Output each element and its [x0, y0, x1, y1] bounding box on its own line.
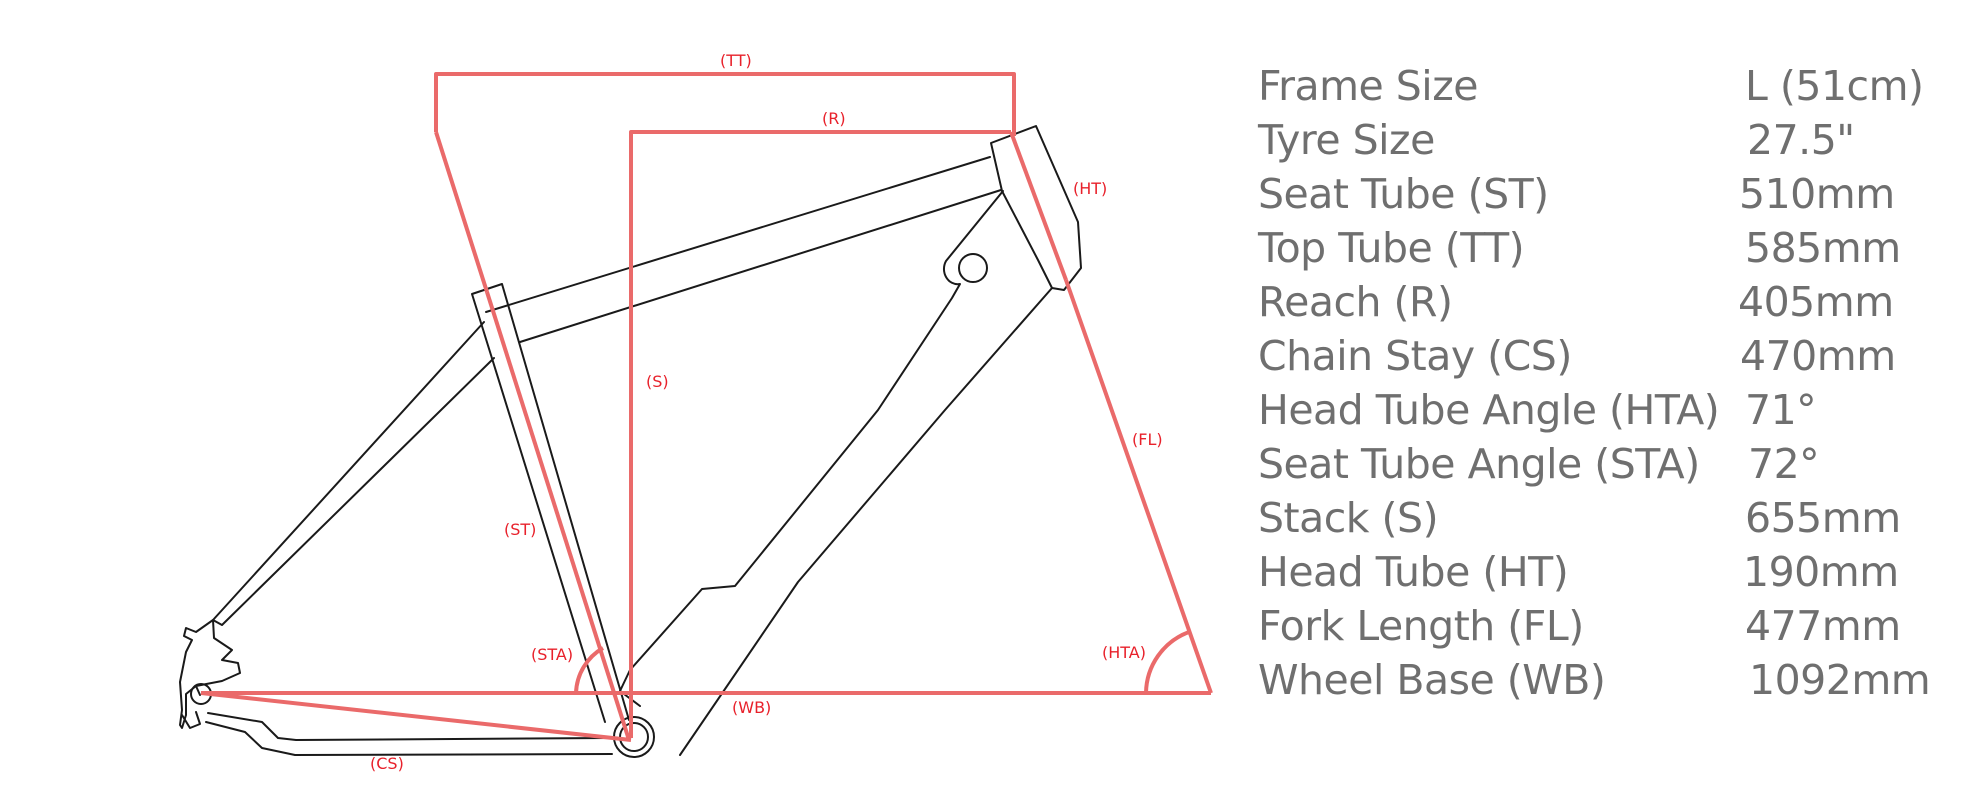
label-ht: (HT) [1073, 179, 1107, 198]
spec-label: Wheel Base (WB) [1258, 656, 1606, 704]
label-sta: (STA) [531, 645, 573, 664]
spec-value: 190mm [1743, 548, 1899, 596]
spec-label: Fork Length (FL) [1258, 602, 1584, 650]
reach-stack-dimension [629, 130, 1011, 738]
head-tube-dimension [1009, 131, 1068, 281]
label-wb: (WB) [732, 698, 771, 717]
spec-value: 585mm [1745, 224, 1901, 272]
derailleur-hanger [181, 711, 201, 729]
label-r: (R) [822, 109, 846, 128]
spec-label: Seat Tube (ST) [1258, 170, 1549, 218]
spec-value: 71° [1745, 386, 1817, 434]
spec-label: Top Tube (TT) [1258, 224, 1525, 272]
seat-tube-extension [434, 131, 489, 293]
label-st: (ST) [504, 520, 536, 539]
chain-stay [205, 712, 613, 756]
head-tube-angle-arc [1144, 630, 1190, 694]
spec-value: 72° [1748, 440, 1820, 488]
dimension-lines [200, 72, 1213, 742]
spec-value: 1092mm [1749, 656, 1931, 704]
spec-label: Seat Tube Angle (STA) [1258, 440, 1700, 488]
down-tube-lower [679, 287, 1053, 756]
spec-label: Reach (R) [1258, 278, 1453, 326]
seat-stay [212, 321, 495, 626]
down-tube [619, 190, 1004, 707]
seat-tube-angle-arc [574, 646, 605, 694]
head-tube [990, 125, 1082, 291]
spec-value: 470mm [1740, 332, 1896, 380]
seat-tube-dimension [485, 291, 631, 741]
label-cs: (CS) [370, 754, 404, 773]
spec-value: L (51cm) [1745, 62, 1924, 110]
gusset-hole [958, 253, 988, 283]
label-fl: (FL) [1132, 430, 1163, 449]
top-tube [485, 156, 1002, 343]
spec-value: 405mm [1738, 278, 1894, 326]
spec-label: Tyre Size [1258, 116, 1435, 164]
spec-value: 510mm [1739, 170, 1895, 218]
fork-length-dimension [1064, 279, 1213, 694]
rear-dropout [179, 619, 241, 729]
spec-label: Frame Size [1258, 62, 1478, 110]
label-tt: (TT) [720, 51, 752, 70]
label-s: (S) [646, 372, 669, 391]
chainstay-dimension [200, 691, 632, 742]
spec-value: 27.5" [1747, 116, 1855, 164]
top-tube-dimension [434, 72, 1016, 136]
dimension-labels: (TT) (R) (HT) (S) (FL) (ST) (STA) (HTA) … [370, 51, 1163, 773]
spec-label: Head Tube Angle (HTA) [1258, 386, 1720, 434]
spec-value: 477mm [1745, 602, 1901, 650]
label-hta: (HTA) [1102, 643, 1146, 662]
spec-label: Head Tube (HT) [1258, 548, 1569, 596]
seat-tube [471, 283, 630, 723]
spec-label: Chain Stay (CS) [1258, 332, 1572, 380]
spec-value: 655mm [1745, 494, 1901, 542]
spec-label: Stack (S) [1258, 494, 1439, 542]
bike-frame-outline [179, 125, 1082, 758]
